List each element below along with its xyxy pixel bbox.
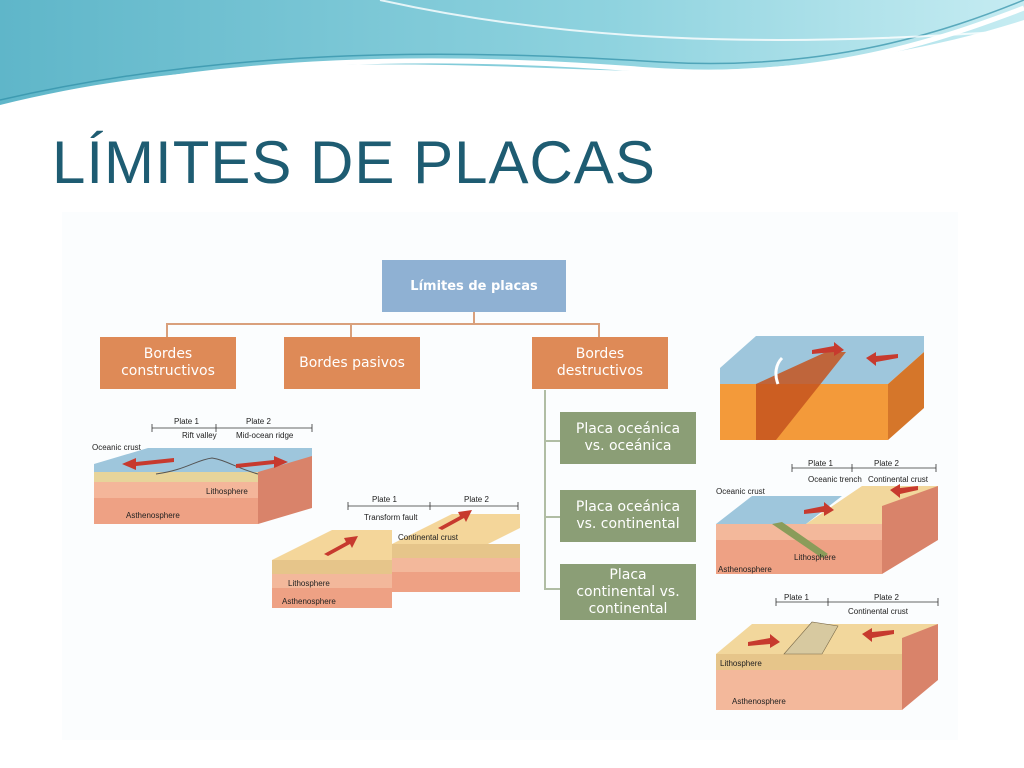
illustration-constructive-boundary: Plate 1 Plate 2 Rift valley Mid-ocean ri… — [92, 417, 313, 524]
svg-text:Plate 2: Plate 2 — [874, 460, 899, 468]
svg-text:Lithosphere: Lithosphere — [794, 553, 836, 562]
box-limites-de-placas: Límites de placas — [382, 260, 566, 312]
connector-horizontal — [166, 323, 600, 325]
connector-cat-2 — [350, 323, 352, 337]
svg-text:Asthenosphere: Asthenosphere — [732, 697, 786, 706]
box-oceanica-vs-oceanica: Placa oceánica vs. oceánica — [560, 412, 696, 464]
connector-sub-2 — [544, 516, 560, 518]
box-bordes-constructivos: Bordes constructivos — [100, 337, 236, 389]
svg-text:Plate 2: Plate 2 — [874, 593, 899, 602]
svg-text:Plate 1: Plate 1 — [372, 495, 397, 504]
connector-root-down — [473, 312, 475, 324]
illustration-continent-continent: Plate 1 Plate 2 Continental crust Lithos… — [716, 593, 939, 710]
svg-text:Oceanic crust: Oceanic crust — [92, 443, 142, 452]
svg-text:Oceanic crust: Oceanic crust — [716, 487, 766, 496]
svg-text:Asthenosphere: Asthenosphere — [282, 597, 336, 606]
connector-sub-1 — [544, 440, 560, 442]
connector-destructive-trunk — [544, 390, 546, 588]
box-continental-vs-continental: Placa continental vs. continental — [560, 564, 696, 620]
svg-text:Lithosphere: Lithosphere — [288, 579, 330, 588]
svg-text:Asthenosphere: Asthenosphere — [718, 565, 772, 574]
connector-sub-3 — [544, 588, 560, 590]
svg-text:Transform fault: Transform fault — [364, 513, 418, 522]
slide-title: LÍMITES DE PLACAS — [52, 129, 656, 196]
svg-text:Mid-ocean ridge: Mid-ocean ridge — [236, 431, 294, 440]
connector-cat-3 — [598, 323, 600, 337]
header-wave-decoration — [0, 0, 1024, 115]
svg-text:Lithosphere: Lithosphere — [206, 487, 248, 496]
svg-text:Plate 2: Plate 2 — [464, 495, 489, 504]
svg-text:Plate 1: Plate 1 — [808, 460, 833, 468]
svg-text:Plate 2: Plate 2 — [246, 417, 271, 426]
svg-text:Lithosphere: Lithosphere — [720, 659, 762, 668]
box-bordes-destructivos: Bordes destructivos — [532, 337, 668, 389]
connector-cat-1 — [166, 323, 168, 337]
box-oceanica-vs-continental: Placa oceánica vs. continental — [560, 490, 696, 542]
svg-text:Asthenosphere: Asthenosphere — [126, 511, 180, 520]
illustration-transform-boundary: Plate 1 Plate 2 Transform fault Continen… — [272, 495, 520, 608]
svg-text:Continental crust: Continental crust — [848, 607, 909, 616]
svg-text:Continental crust: Continental crust — [398, 533, 459, 542]
box-bordes-pasivos: Bordes pasivos — [284, 337, 420, 389]
plate-boundaries-diagram: Límites de placas Bordes constructivos B… — [62, 212, 958, 740]
svg-text:Plate 1: Plate 1 — [784, 593, 809, 602]
svg-text:Plate 1: Plate 1 — [174, 417, 199, 426]
svg-text:Rift valley: Rift valley — [182, 431, 217, 440]
illustration-ocean-continent: Plate 1 Plate 2 Oceanic crust Oceanic tr… — [716, 460, 938, 574]
svg-text:Oceanic trench: Oceanic trench — [808, 475, 862, 484]
svg-text:Continental crust: Continental crust — [868, 475, 929, 484]
illustration-ocean-ocean — [720, 336, 924, 440]
